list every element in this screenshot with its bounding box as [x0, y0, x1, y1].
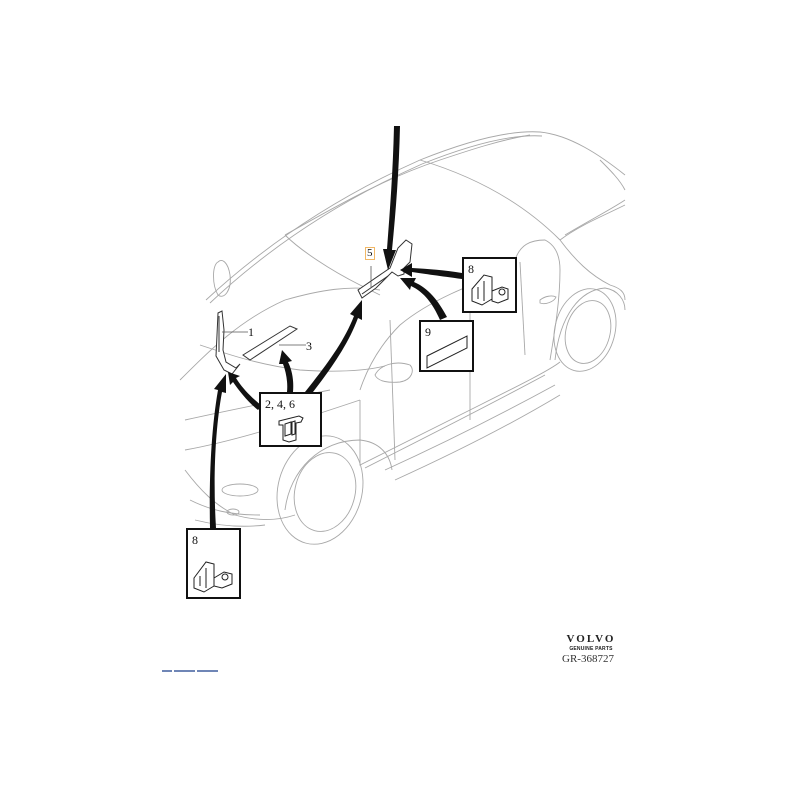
pager-segment-2[interactable] — [174, 670, 195, 672]
detail-box-label: 8 — [192, 533, 198, 547]
adhesive-strip-icon — [426, 335, 468, 369]
detail-box-bracket-8-top: 8 — [462, 257, 517, 313]
bracket-clip-icon — [471, 274, 509, 306]
pager-segment-1[interactable] — [162, 670, 172, 672]
detail-box-label: 9 — [425, 325, 431, 339]
callout-5[interactable]: 5 — [365, 247, 375, 260]
callout-3: 3 — [306, 339, 312, 353]
brand-subtitle: GENUINE PARTS — [569, 646, 613, 652]
detail-box-bracket-8-bottom: 8 — [186, 528, 241, 599]
diagram-code: GR-368727 — [562, 653, 614, 665]
detail-box-label: 8 — [468, 262, 474, 276]
pager-links[interactable] — [162, 670, 218, 672]
clip-icon — [278, 415, 304, 443]
detail-box-strip-9: 9 — [419, 320, 474, 372]
callout-1: 1 — [248, 325, 254, 339]
detail-box-label: 2, 4, 6 — [265, 397, 295, 411]
pager-segment-3[interactable] — [197, 670, 218, 672]
bracket-clip-icon — [193, 561, 233, 593]
detail-box-clip-2-4-6: 2, 4, 6 — [259, 392, 322, 447]
volvo-logo: VOLVO — [566, 633, 616, 645]
brand-block: VOLVO GENUINE PARTS GR-368727 — [560, 633, 622, 665]
